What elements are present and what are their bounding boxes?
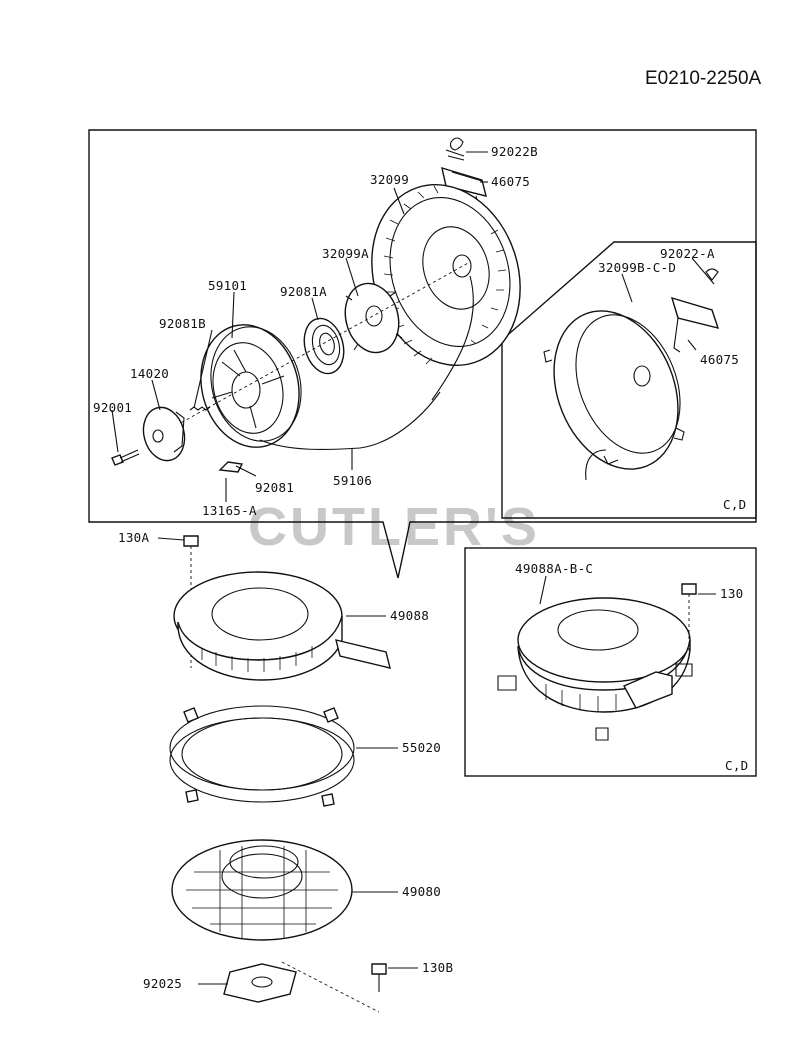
document-id: E0210-2250A (645, 68, 762, 89)
starter-rope-part (259, 391, 441, 451)
inset-fan-cover (497, 597, 693, 741)
callout-32099BCD: 32099B-C-D (598, 260, 676, 275)
callout-55020: 55020 (402, 740, 441, 755)
watermark: CUTLER'S (248, 497, 540, 557)
pawl-part (218, 461, 244, 473)
callout-130: 130 (720, 586, 743, 601)
callout-13165A: 13165-A (202, 503, 257, 518)
callout-49088ABC: 49088A-B-C (515, 561, 593, 576)
screen-part (171, 839, 353, 941)
starter-inset-frame (501, 241, 757, 519)
shaft-axis (149, 261, 471, 441)
small-spring-part (189, 406, 211, 411)
callout-92025: 92025 (143, 976, 182, 991)
callout-92081A: 92081A (280, 284, 327, 299)
callout-92022A: 92022-A (660, 246, 715, 261)
callout-59106: 59106 (333, 473, 372, 488)
handle-knot-part (445, 137, 465, 161)
bolt-130-part (681, 583, 697, 660)
inset-starter-assembly (543, 268, 720, 481)
fan-cover-part (173, 571, 391, 681)
callout-130B: 130B (422, 960, 453, 975)
main-assembly-frame (88, 129, 757, 579)
callout-49080: 49080 (402, 884, 441, 899)
cover-inset-frame (464, 547, 757, 777)
callout-49088: 49088 (390, 608, 429, 623)
callout-32099A: 32099A (322, 246, 369, 261)
callout-130A: 130A (118, 530, 149, 545)
bolt-130B-part (371, 963, 387, 992)
cover-inset-label: C,D (725, 758, 748, 773)
callout-32099: 32099 (370, 172, 409, 187)
callout-92022B: 92022B (491, 144, 538, 159)
spacer-ring-part (169, 705, 355, 807)
callout-92081B: 92081B (159, 316, 206, 331)
callout-46075-inset: 46075 (700, 352, 739, 367)
callout-14020: 14020 (130, 366, 169, 381)
starter-case-part (371, 184, 521, 401)
reel-part (200, 324, 302, 448)
callout-46075: 46075 (491, 174, 530, 189)
ratchet-part (142, 406, 186, 462)
plate-part (223, 963, 297, 1003)
spring-icon (303, 317, 345, 375)
spring-cover-part (344, 282, 403, 354)
callout-92081: 92081 (255, 480, 294, 495)
starter-inset-label: C,D (723, 497, 746, 512)
callout-92001: 92001 (93, 400, 132, 415)
bolt-icon (111, 449, 140, 466)
callout-59101: 59101 (208, 278, 247, 293)
